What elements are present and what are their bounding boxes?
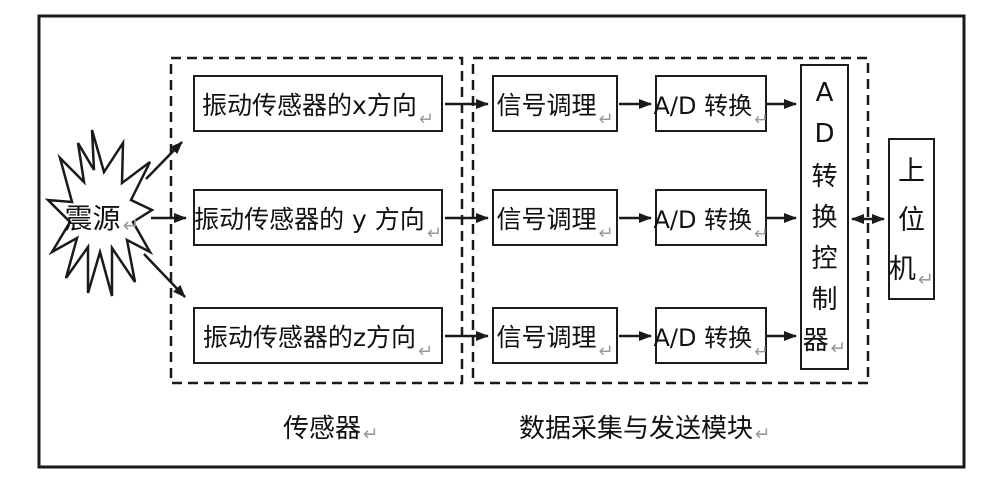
sensor-group-label-text: 传感器 — [283, 414, 362, 444]
ad-conversion-box-2: A/D 转换↵ — [653, 189, 769, 246]
ad-controller-char: 换 — [811, 203, 838, 233]
ad-conversion-box-1: A/D 转换↵ — [653, 75, 769, 132]
signal-conditioning-label: 信号调理 — [496, 90, 597, 120]
ad-controller-box: A D 转 换 控 制 器↵ — [800, 64, 849, 370]
signal-conditioning-label: 信号调理 — [496, 322, 597, 352]
seismic-source-text: 震源 — [64, 202, 121, 235]
return-mark: ↵ — [598, 341, 614, 362]
ad-conversion-label: A/D 转换 — [653, 92, 753, 120]
return-mark: ↵ — [418, 341, 434, 362]
ad-conversion-label: A/D 转换 — [653, 206, 753, 234]
ad-conversion-label: A/D 转换 — [653, 324, 753, 352]
return-mark: ↵ — [755, 424, 771, 445]
daq-group-label: 数据采集与发送模块↵ — [519, 408, 771, 445]
ad-controller-char: 制 — [811, 285, 838, 315]
signal-conditioning-box-2: 信号调理↵ — [492, 189, 618, 246]
return-mark: ↵ — [754, 110, 769, 130]
outer-frame — [37, 14, 966, 469]
source-arrows — [143, 141, 187, 298]
signal-conditioning-label: 信号调理 — [496, 204, 597, 234]
seismic-source-label: 震源↵ — [52, 197, 152, 237]
sensor-group-dashed-box — [169, 56, 464, 385]
return-mark: ↵ — [754, 342, 769, 362]
sensor-box-y-label: 振动传感器的 y 方向 — [194, 204, 425, 234]
sensor-box-z-label: 振动传感器的z方向 — [202, 322, 417, 352]
daq-group-dashed-box — [471, 56, 870, 385]
return-mark: ↵ — [754, 224, 769, 244]
host-computer-char: 上 — [898, 156, 925, 187]
sensor-box-z: 振动传感器的z方向↵ — [193, 307, 443, 364]
ad-controller-char: 器↵ — [803, 318, 847, 359]
ad-controller-char: 转 — [811, 162, 838, 192]
signal-conditioning-box-3: 信号调理↵ — [492, 307, 618, 364]
return-mark: ↵ — [426, 223, 442, 244]
ad-controller-char: D — [814, 118, 835, 149]
ad-controller-char: 控 — [811, 244, 838, 274]
sensor-group-label: 传感器↵ — [283, 408, 379, 445]
ad-controller-char-text: 器 — [802, 326, 829, 356]
host-computer-char: 位 — [898, 205, 925, 236]
sensor-box-x-label: 振动传感器的x方向 — [202, 90, 417, 120]
signal-conditioning-box-1: 信号调理↵ — [492, 75, 618, 132]
return-mark: ↵ — [598, 223, 614, 244]
host-computer-char-text: 机 — [888, 254, 916, 285]
ad-conversion-box-3: A/D 转换↵ — [653, 307, 769, 364]
return-mark: ↵ — [418, 109, 434, 130]
host-computer-char: 机↵ — [889, 242, 934, 291]
seismic-source-starburst — [44, 129, 155, 297]
return-mark: ↵ — [122, 213, 140, 237]
sensor-box-y: 振动传感器的 y 方向↵ — [193, 189, 443, 246]
return-mark: ↵ — [917, 268, 935, 291]
host-computer-box: 上 位 机↵ — [888, 138, 935, 300]
daq-group-label-text: 数据采集与发送模块 — [519, 414, 754, 444]
return-mark: ↵ — [598, 109, 614, 130]
return-mark: ↵ — [363, 424, 379, 445]
return-mark: ↵ — [830, 338, 847, 359]
ad-controller-char: A — [815, 77, 834, 108]
sensor-box-x: 振动传感器的x方向↵ — [193, 75, 443, 132]
